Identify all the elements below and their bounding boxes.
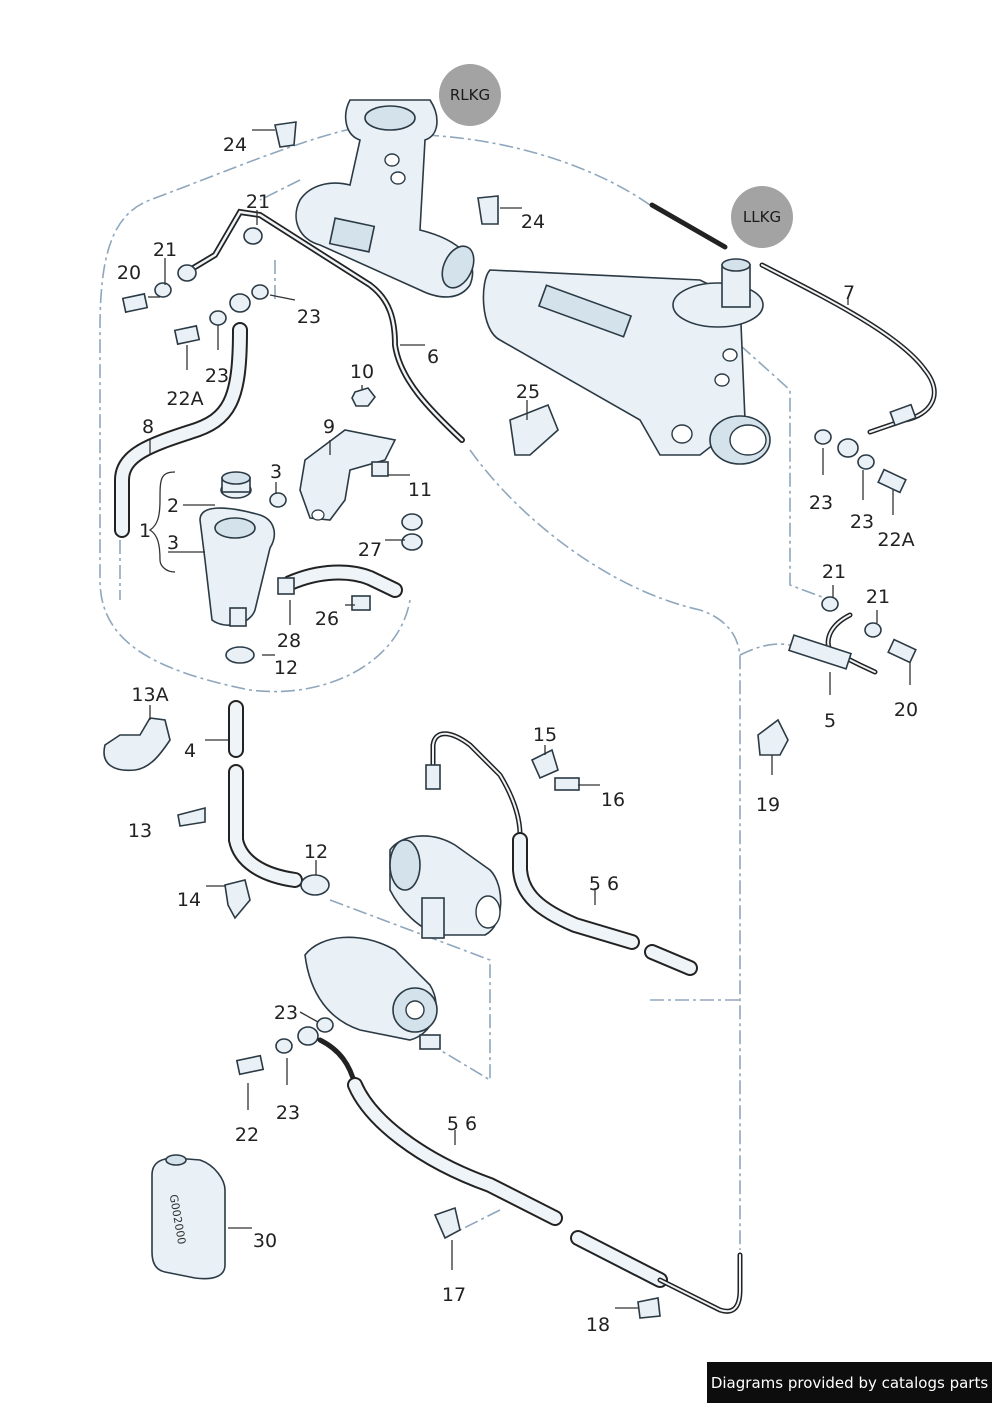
label-4: 4	[184, 740, 196, 762]
label-12-top: 12	[274, 657, 298, 679]
label-15: 15	[533, 724, 557, 746]
svg-text:RLKG: RLKG	[450, 86, 490, 104]
label-13a: 13A	[131, 684, 168, 706]
label-26: 26	[315, 608, 339, 630]
label-7: 7	[843, 282, 855, 304]
fittings-lower	[235, 1017, 334, 1076]
label-14: 14	[177, 889, 201, 911]
label-27: 27	[358, 539, 382, 561]
credit-banner: Diagrams provided by catalogs parts	[707, 1362, 992, 1403]
label-23-low-b: 23	[276, 1102, 300, 1124]
bracket-19	[757, 718, 789, 756]
label-22a-right: 22A	[877, 529, 914, 551]
label-23-left: 23	[205, 365, 229, 387]
label-25: 25	[516, 381, 540, 403]
pipe-6	[187, 208, 465, 443]
bracket-9	[299, 429, 397, 521]
rlkg-badge: RLKG	[439, 64, 501, 126]
llkg-badge: LLKG	[731, 186, 793, 248]
label-21-left: 21	[153, 239, 177, 261]
label-23-right-b: 23	[850, 511, 874, 533]
pipe-56-upper	[425, 731, 698, 976]
label-23-top: 23	[297, 306, 321, 328]
hose-26	[277, 564, 403, 598]
label-20-right: 20	[894, 699, 918, 721]
label-9: 9	[323, 416, 335, 438]
fittings-right	[814, 429, 917, 664]
label-17: 17	[442, 1284, 466, 1306]
label-24-top: 24	[223, 134, 247, 156]
power-steering-pump	[304, 835, 502, 1050]
label-2: 2	[167, 495, 179, 517]
svg-text:LLKG: LLKG	[743, 208, 781, 226]
label-22-low: 22	[235, 1124, 259, 1146]
leader-lines	[148, 129, 911, 1309]
label-8: 8	[142, 416, 154, 438]
small-parts	[269, 121, 559, 611]
label-6-top: 6	[427, 346, 439, 368]
pipe-5-right	[787, 612, 878, 675]
steering-rack-housing	[295, 99, 771, 465]
label-5-right: 5	[824, 710, 836, 732]
label-23-right-a: 23	[809, 492, 833, 514]
label-19: 19	[756, 794, 780, 816]
label-20-left: 20	[117, 262, 141, 284]
label-18: 18	[586, 1314, 610, 1336]
label-21-right-a: 21	[822, 561, 846, 583]
part-labels: 24 24 21 21 20 23 23 22A 6 7 25 10 9 3 1…	[117, 134, 918, 1336]
hose-4	[228, 700, 303, 888]
label-3: 3	[167, 532, 179, 554]
clamps-left	[103, 717, 330, 920]
fittings-upper-left	[121, 227, 269, 346]
reservoir	[199, 471, 276, 664]
label-28: 28	[277, 630, 301, 652]
label-3-small: 3	[270, 461, 282, 483]
label-13: 13	[128, 820, 152, 842]
label-56-low: 5 6	[447, 1113, 477, 1135]
label-1: 1	[139, 520, 151, 542]
fluid-container: G002000	[151, 1154, 226, 1280]
label-21-top: 21	[246, 191, 270, 213]
pipe-56-lower	[317, 1037, 743, 1314]
label-16: 16	[601, 789, 625, 811]
label-30: 30	[253, 1230, 277, 1252]
clamps-lower	[433, 1206, 661, 1319]
hose-8	[114, 322, 248, 538]
cable-7	[649, 202, 937, 458]
label-23-low-a: 23	[274, 1002, 298, 1024]
label-24-mid: 24	[521, 211, 545, 233]
label-56-mid: 5 6	[589, 873, 619, 895]
bracket-15	[530, 748, 580, 791]
label-10: 10	[350, 361, 374, 383]
label-12-mid: 12	[304, 841, 328, 863]
label-21-right-b: 21	[866, 586, 890, 608]
label-11: 11	[408, 479, 432, 501]
assembly-outlines	[99, 127, 831, 1250]
label-22a-left: 22A	[166, 388, 203, 410]
